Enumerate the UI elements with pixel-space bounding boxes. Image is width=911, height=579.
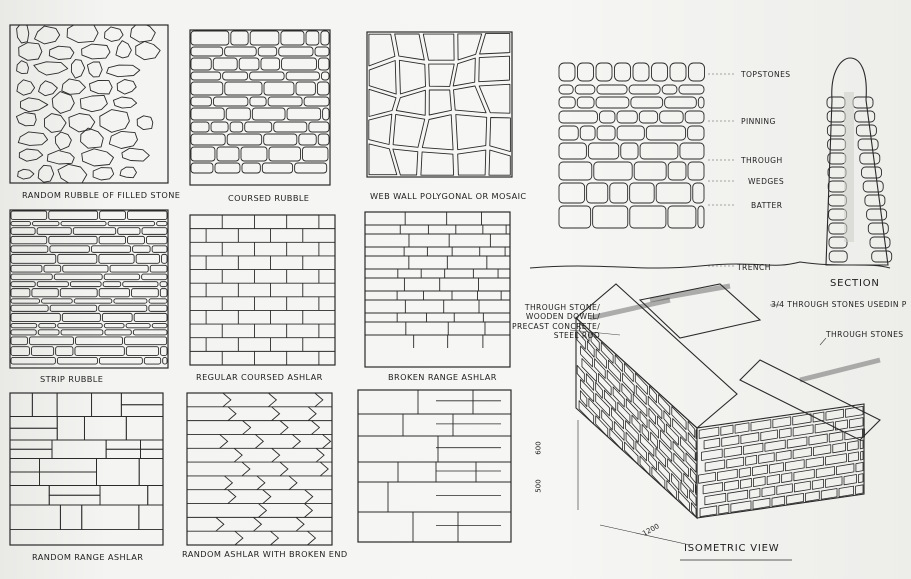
caption-polygonal: WEB WALL POLYGONAL OR MOSAIC (370, 191, 527, 201)
leader-2 (819, 337, 827, 346)
caption-strip-rubble: STRIP RUBBLE (40, 374, 104, 384)
panel-large-block (357, 389, 512, 543)
wall-top-back (638, 283, 762, 339)
label-batter: BATTER (751, 201, 783, 210)
label-wedges: WEDGES (748, 177, 785, 186)
dimension-600: 600 (534, 441, 543, 455)
label-three-quarter-through: 3/4 THROUGH STONES USEDIN P (771, 300, 907, 309)
panel-broken-end (186, 392, 333, 546)
panel-random-range (9, 392, 164, 546)
panel-polygonal (366, 31, 513, 178)
caption-random-rubble: RANDOM RUBBLE OF FILLED STONE (22, 190, 181, 200)
panel-regular-ashlar (189, 214, 336, 366)
label-pinning: PINNING (741, 117, 776, 126)
panel-strip-rubble (9, 209, 169, 369)
caption-random-range: RANDOM RANGE ASHLAR (32, 552, 144, 562)
caption-coursed-rubble: COURSED RUBBLE (228, 193, 310, 203)
through-stone-2 (649, 283, 731, 303)
label-section: SECTION (830, 278, 880, 289)
label-isometric-view: ISOMETRIC VIEW (684, 543, 780, 554)
caption-broken-range: BROKEN RANGE ASHLAR (388, 372, 497, 382)
label-through-stones: THROUGH STONES (826, 330, 904, 339)
wall-elevation (529, 62, 891, 269)
label-through-stone-options: THROUGH STONE/ WOODEN DOWEL/ PRECAST CON… (512, 303, 601, 341)
caption-regular-ashlar: REGULAR COURSED ASHLAR (196, 372, 323, 382)
dimension-500: 500 (534, 479, 543, 493)
panel-coursed-rubble (189, 29, 331, 186)
caption-broken-end: RANDOM ASHLAR WITH BROKEN END (182, 549, 348, 559)
label-trench: TRENCH (737, 263, 771, 272)
panel-random-rubble (9, 24, 169, 184)
isometric-wall (569, 283, 881, 561)
label-through: THROUGH (741, 156, 783, 165)
leader-0 (569, 329, 621, 336)
dimension-line-horizontal (599, 524, 691, 546)
wall-top-right (739, 359, 881, 441)
through-stone-1 (799, 357, 881, 383)
wall-section (825, 57, 893, 266)
wall-top-front (575, 283, 738, 429)
label-topstones: TOPSTONES (741, 70, 791, 79)
panel-broken-range (364, 211, 511, 368)
through-stone-0 (589, 297, 671, 321)
